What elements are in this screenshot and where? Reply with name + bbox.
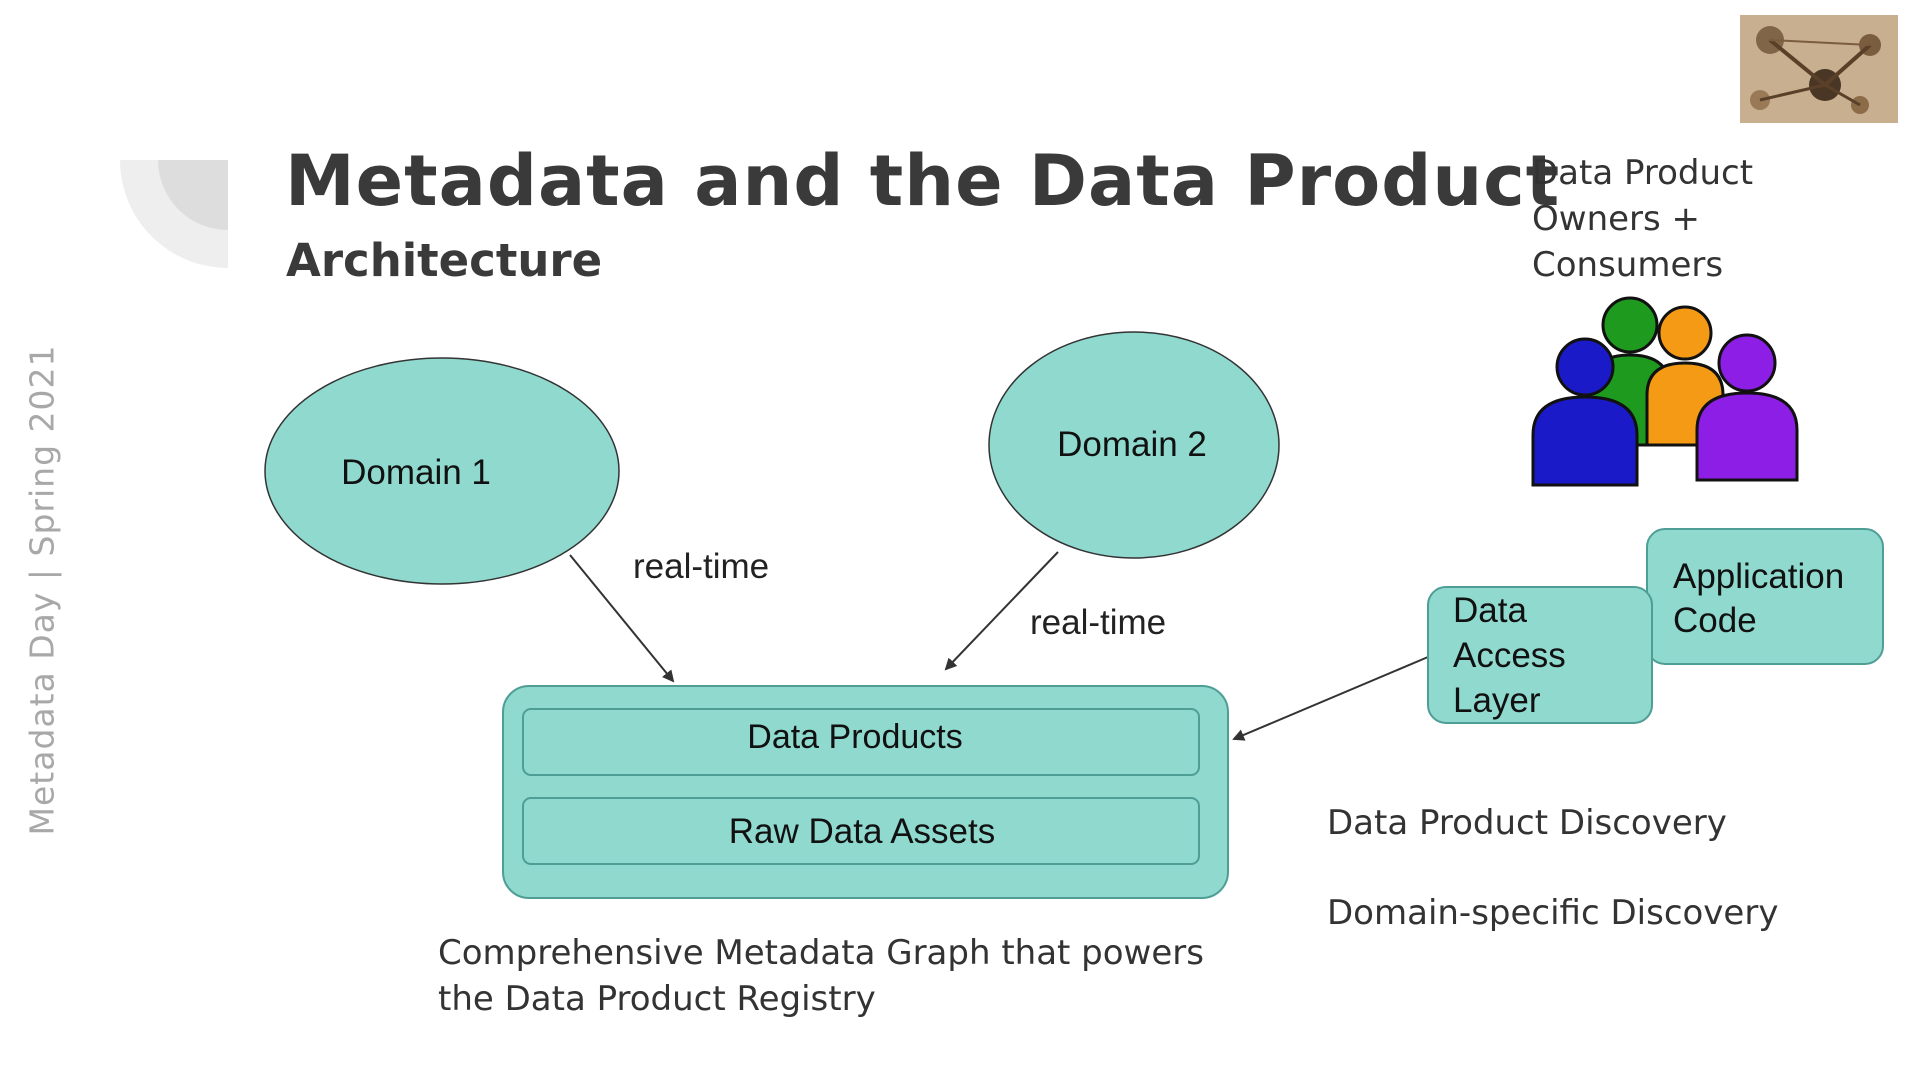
data-access-line-3: Layer: [1453, 681, 1541, 720]
arrow-access-to-registry: [1232, 656, 1429, 741]
application-code-line-1: Application: [1673, 557, 1844, 596]
domain-2-node: Domain 2: [988, 331, 1280, 559]
registry-caption: Comprehensive Metadata Graph that powers…: [438, 930, 1258, 1022]
data-access-layer-node: Data Access Layer: [1427, 586, 1653, 724]
data-access-line-1: Data: [1453, 591, 1527, 630]
slide-subtitle: Architecture: [286, 234, 603, 287]
people-group-icon: [1531, 296, 1799, 487]
data-access-line-2: Access: [1453, 636, 1566, 675]
raw-data-assets-label: Raw Data Assets: [729, 812, 996, 851]
application-code-node: Application Code: [1646, 528, 1884, 665]
person-purple-icon: [1695, 333, 1799, 482]
corner-arc-decoration: [120, 160, 228, 268]
arrow-domain1-to-registry: [569, 554, 675, 683]
data-products-label: Data Products: [747, 718, 962, 756]
application-code-line-2: Code: [1673, 601, 1757, 640]
person-blue-icon: [1531, 337, 1639, 487]
data-product-discovery-label: Data Product Discovery: [1327, 803, 1727, 843]
network-thumbnail-image: [1740, 15, 1898, 123]
slide-title: Metadata and the Data Product: [285, 140, 1561, 222]
domain-2-label: Domain 2: [1057, 425, 1207, 464]
data-products-box: [522, 708, 1200, 776]
registry-caption-line-1: Comprehensive Metadata Graph that powers: [438, 933, 1204, 973]
owners-label-line-3: Consumers: [1532, 245, 1724, 285]
arrow-domain2-to-registry: [944, 551, 1059, 671]
owners-label-line-2: Owners +: [1532, 199, 1701, 239]
domain-specific-discovery-label: Domain-specific Discovery: [1327, 893, 1779, 933]
owners-consumers-label: Data Product Owners + Consumers: [1532, 150, 1832, 288]
domain-1-label: Domain 1: [341, 453, 491, 492]
realtime-label-1: real-time: [633, 547, 769, 586]
metadata-graph-registry: Data Products Raw Data Assets: [502, 685, 1229, 899]
realtime-label-2: real-time: [1030, 603, 1166, 642]
raw-data-assets-box: [522, 797, 1200, 865]
registry-caption-line-2: the Data Product Registry: [438, 979, 876, 1019]
owners-label-line-1: Data Product: [1532, 153, 1754, 193]
domain-1-node: Domain 1: [264, 357, 620, 585]
